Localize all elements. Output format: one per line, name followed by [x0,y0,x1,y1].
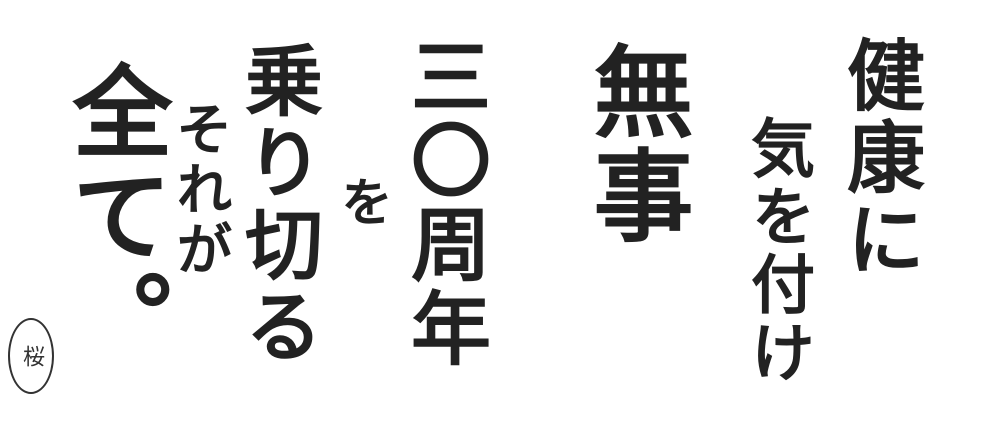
column-norikiru: 乗り切る [232,40,323,368]
column-sanjuu-shuunen: 三〇周年 [398,35,492,371]
artist-seal: 桜 [8,318,54,394]
column-wo: を [331,175,392,231]
column-ki-wo-tsuke: 気を付け [740,115,815,387]
column-buji: 無事 [576,40,694,248]
column-sorega: それが [167,100,233,280]
column-subete: 全て。 [55,60,173,372]
column-kenkou-ni: 健康に [834,35,925,281]
